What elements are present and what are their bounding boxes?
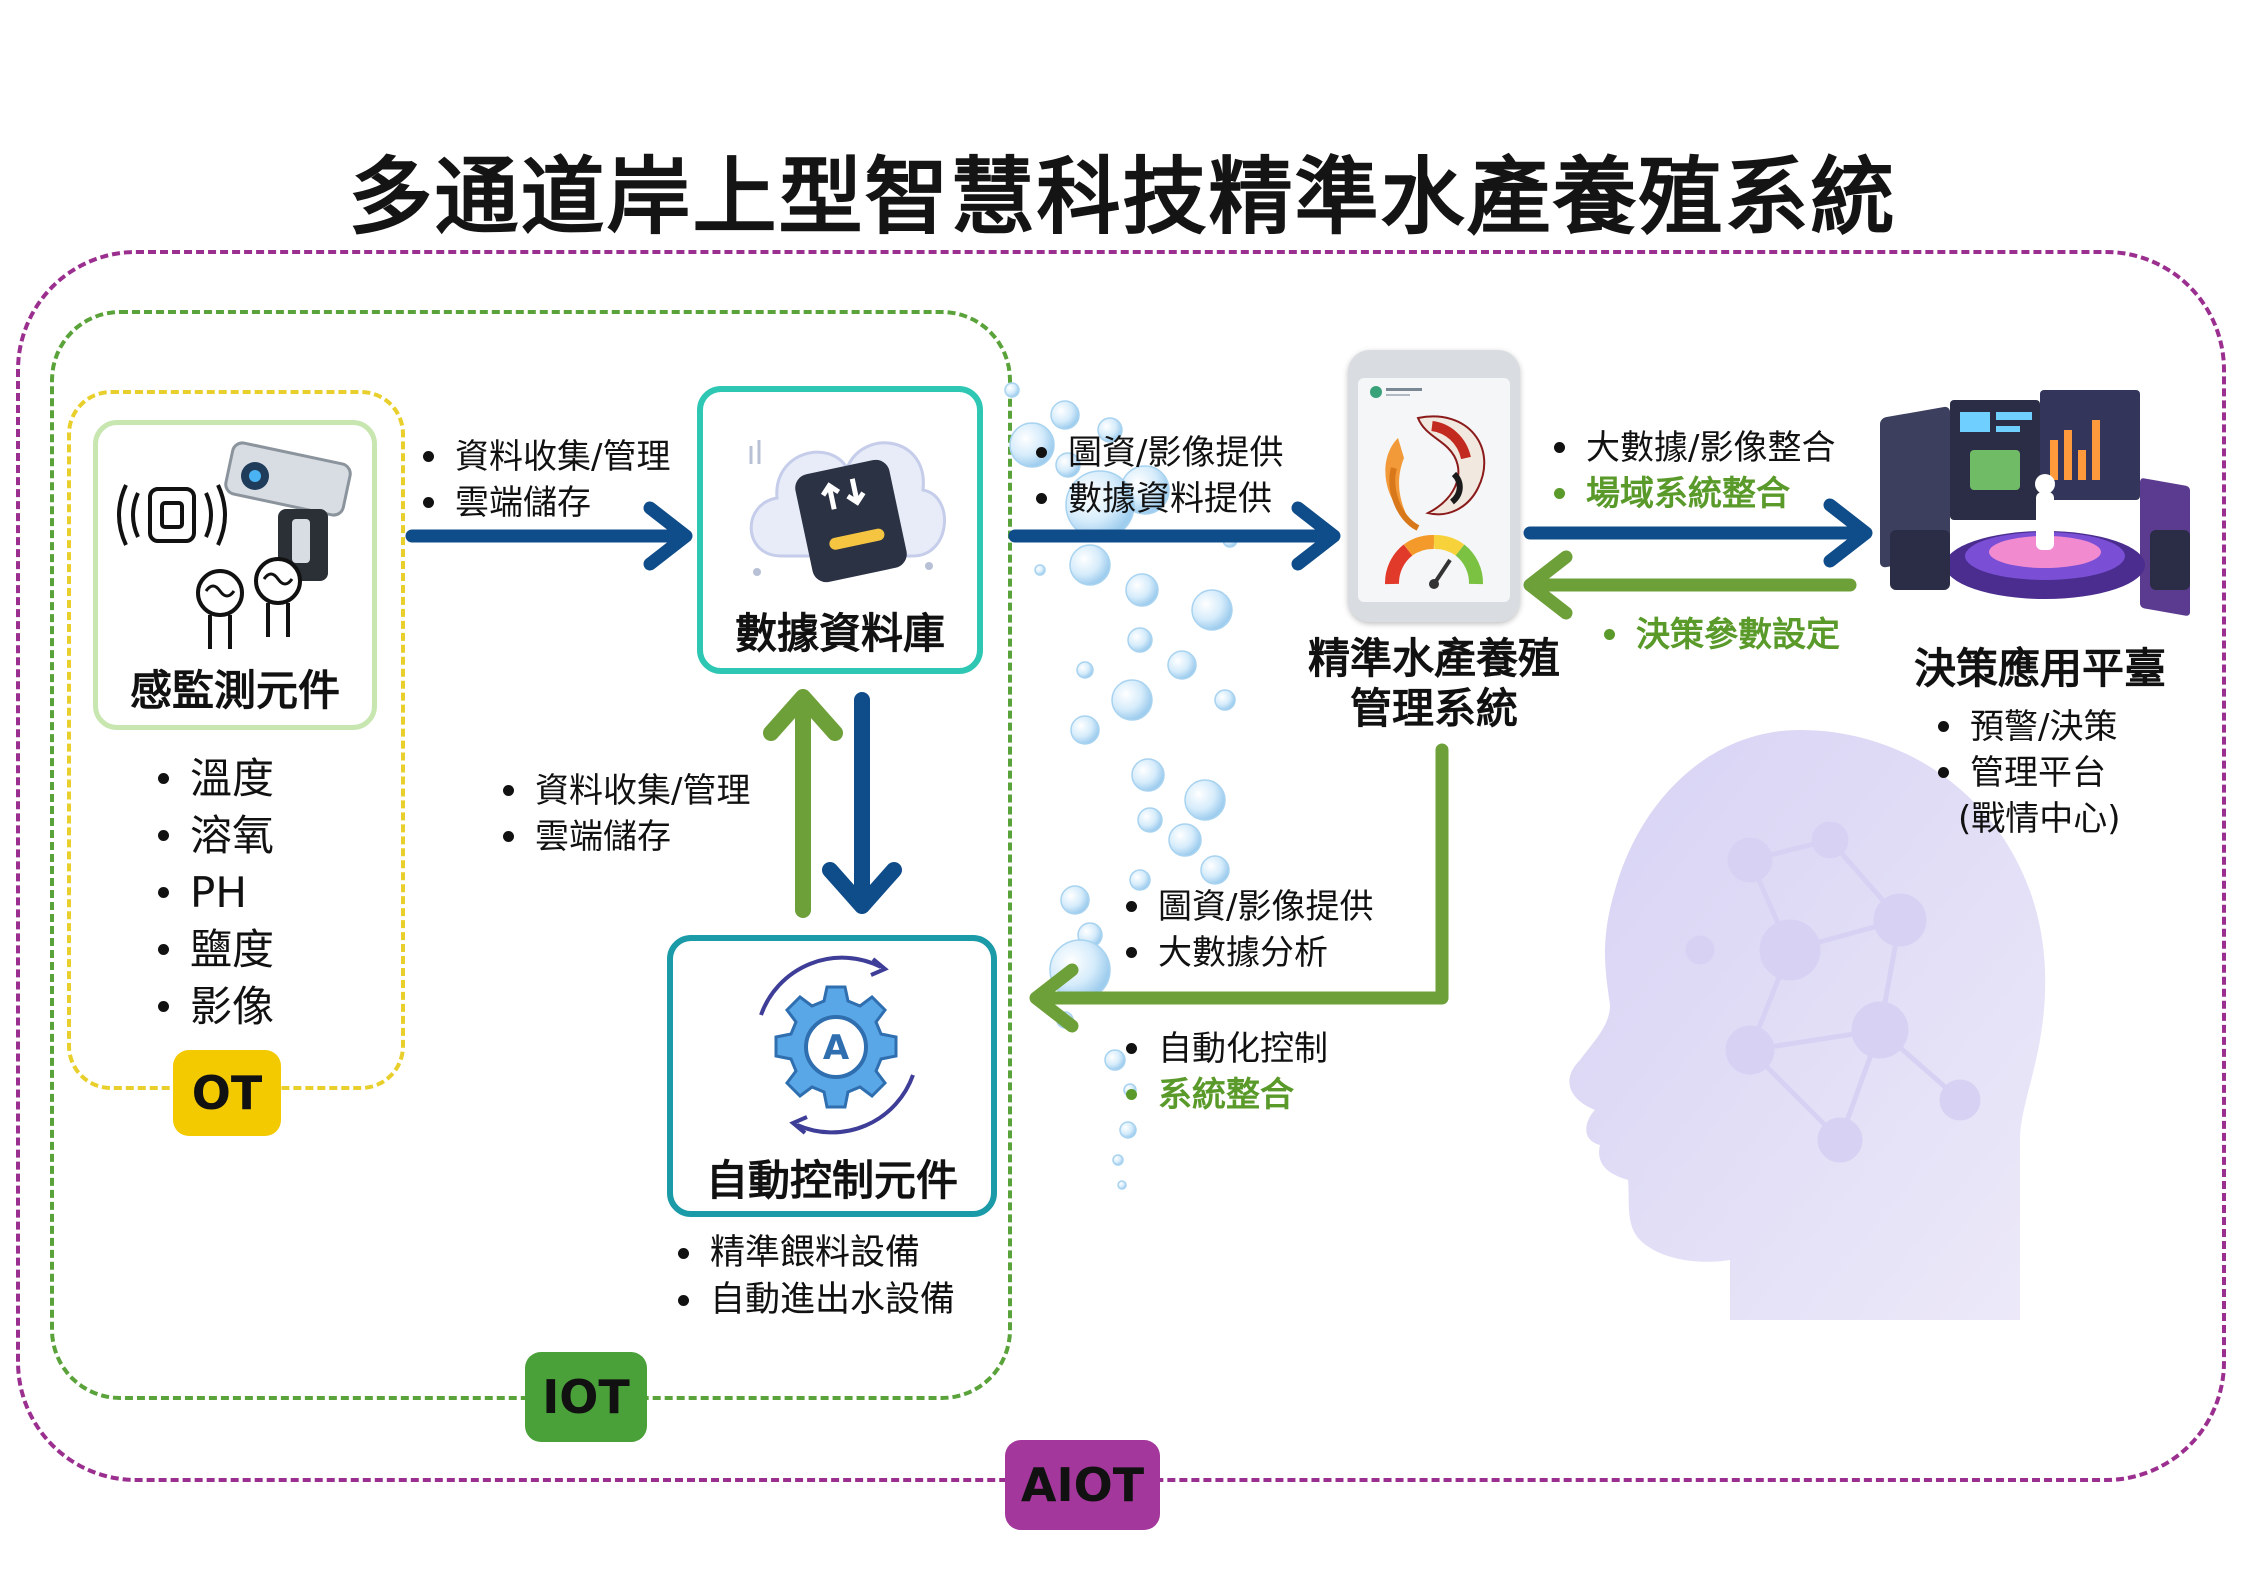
management-title: 精準水產養殖 管理系統 [1278, 634, 1590, 734]
decision-note: (戰情中心) [1958, 799, 2121, 839]
list-item: 溫度 [152, 750, 274, 807]
list-item: 場域系統整合 [1548, 471, 1835, 517]
database-card[interactable]: 數據資料庫 [697, 386, 983, 674]
flow-db-to-mgmt-labels: 圖資/影像提供 數據資料提供 [1030, 430, 1283, 522]
flow-sensor-to-db-labels: 資料收集/管理 雲端儲存 [417, 434, 670, 526]
decision-title: 決策應用平臺 [1913, 644, 2166, 693]
database-card-title: 數據資料庫 [734, 609, 945, 658]
list-item: 預警/決策 [1932, 704, 2117, 750]
gauge-icon [1385, 535, 1483, 589]
list-item: 影像 [152, 978, 274, 1035]
list-item: 大數據分析 [1120, 930, 1373, 976]
list-item: 雲端儲存 [417, 480, 670, 526]
list-item: 大數據/影像整合 [1548, 425, 1835, 471]
list-item: 自動進出水設備 [672, 1277, 955, 1324]
list-item: 決策參數設定 [1598, 612, 1840, 658]
list-item: 系統整合 [1120, 1072, 1328, 1118]
ai-head-icon [1569, 730, 2046, 1320]
koi-fish-icon [1370, 386, 1486, 531]
flow-mgmt-to-decision-labels: 大數據/影像整合 場域系統整合 [1548, 425, 1835, 517]
ot-badge: OT [173, 1050, 281, 1136]
flow-db-to-control-labels: 資料收集/管理 雲端儲存 [497, 768, 750, 860]
control-items-list: 精準餵料設備 自動進出水設備 [672, 1230, 955, 1324]
management-title-line1: 精準水產養殖 [1307, 634, 1560, 683]
list-item: 鹽度 [152, 921, 274, 978]
iot-badge: IOT [525, 1352, 647, 1442]
list-item: 雲端儲存 [497, 814, 750, 860]
list-item: 資料收集/管理 [417, 434, 670, 480]
list-item: 圖資/影像提供 [1120, 884, 1373, 930]
svg-text:A: A [823, 1028, 850, 1068]
list-item: 圖資/影像提供 [1030, 430, 1283, 476]
flow-decision-to-mgmt-labels: 決策參數設定 [1598, 612, 1840, 658]
list-item: PH [152, 864, 274, 921]
page-title: 多通道岸上型智慧科技精準水產養殖系統 [348, 148, 1897, 246]
arrow-mgmt-to-control [1033, 743, 1449, 1005]
command-center-icon [1880, 390, 2190, 616]
list-item: 管理平台 [1932, 750, 2117, 796]
management-phone[interactable] [1348, 350, 1520, 622]
flow-mgmt-to-control-lower-labels: 自動化控制 系統整合 [1120, 1026, 1328, 1118]
list-item: 精準餵料設備 [672, 1230, 955, 1277]
list-item: 溶氧 [152, 807, 274, 864]
sensor-devices-icon [117, 441, 352, 649]
sensor-card[interactable]: 感監測元件 [93, 420, 377, 730]
flow-mgmt-to-control-upper-labels: 圖資/影像提供 大數據分析 [1120, 884, 1373, 976]
management-title-line2: 管理系統 [1349, 684, 1518, 733]
sensor-card-title: 感監測元件 [129, 666, 340, 715]
aiot-badge: AIOT [1005, 1440, 1160, 1530]
list-item: 資料收集/管理 [497, 768, 750, 814]
phone-screen [1358, 378, 1510, 602]
cloud-database-icon [749, 440, 946, 583]
list-item: 數據資料提供 [1030, 476, 1283, 522]
control-card[interactable]: A 自動控制元件 [667, 935, 997, 1217]
list-item: 自動化控制 [1120, 1026, 1328, 1072]
gear-automation-icon: A [759, 955, 915, 1135]
sensor-items-list: 溫度 溶氧 PH 鹽度 影像 [152, 750, 274, 1035]
decision-items-list: 預警/決策 管理平台 [1932, 704, 2117, 796]
control-card-title: 自動控制元件 [705, 1156, 958, 1205]
